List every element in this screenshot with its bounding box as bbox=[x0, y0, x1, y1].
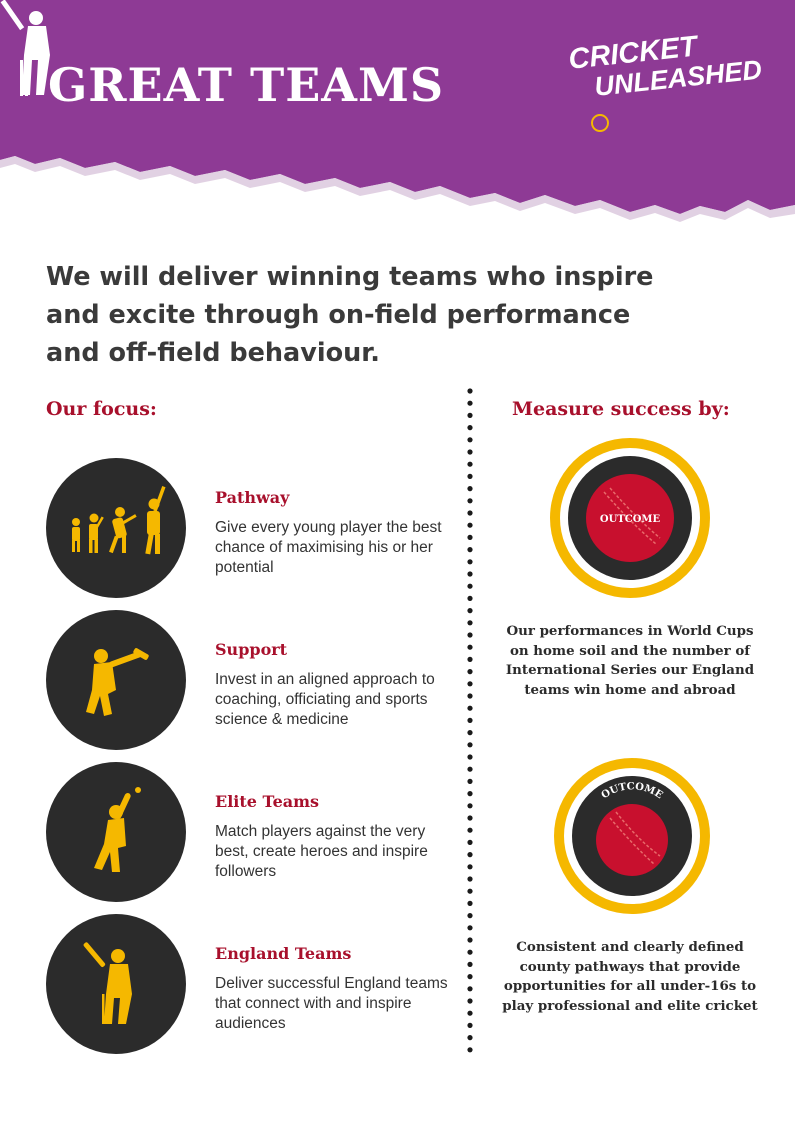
focus-heading: Our focus: bbox=[46, 398, 157, 420]
divider-dot bbox=[467, 974, 473, 980]
torn-paper-banner bbox=[0, 0, 795, 222]
divider-dot bbox=[467, 681, 473, 687]
outcome-description: Consistent and clearly defined county pa… bbox=[502, 939, 758, 1014]
divider-dot bbox=[467, 388, 473, 394]
logo-ball-icon bbox=[591, 114, 609, 132]
cricket-ball-icon bbox=[596, 804, 668, 876]
divider-dot bbox=[467, 547, 473, 553]
divider-dot bbox=[467, 791, 473, 797]
divider-dot bbox=[467, 620, 473, 626]
focus-description: Match players against the very best, cre… bbox=[215, 823, 428, 880]
divider-dot bbox=[467, 461, 473, 467]
outcome-label: OUTCOME bbox=[600, 514, 661, 525]
divider-dot bbox=[467, 425, 473, 431]
divider-dot bbox=[467, 486, 473, 492]
focus-title: Elite Teams bbox=[215, 792, 320, 811]
divider-dot bbox=[467, 913, 473, 919]
measure-heading: Measure success by: bbox=[512, 398, 730, 420]
batsman-silhouette-icon bbox=[0, 0, 50, 96]
divider-dot bbox=[467, 669, 473, 675]
divider-dot bbox=[467, 986, 473, 992]
divider-dot bbox=[467, 949, 473, 955]
divider-dot bbox=[467, 900, 473, 907]
divider-dot bbox=[467, 730, 473, 736]
focus-title: England Teams bbox=[215, 944, 352, 963]
divider-dot bbox=[467, 608, 473, 614]
divider-dot bbox=[467, 754, 473, 760]
dotted-divider bbox=[467, 388, 473, 1053]
outcome-ball-ring: OUTCOME bbox=[554, 758, 710, 914]
focus-title: Support bbox=[215, 640, 288, 659]
divider-dot bbox=[467, 925, 473, 931]
divider-dot bbox=[467, 510, 473, 516]
divider-dot bbox=[467, 717, 473, 723]
divider-dot bbox=[467, 864, 473, 870]
divider-dot bbox=[467, 876, 473, 882]
divider-dot bbox=[467, 1035, 473, 1041]
divider-dot bbox=[467, 803, 473, 809]
divider-dot bbox=[467, 827, 473, 833]
divider-dot bbox=[467, 583, 473, 589]
batsman-swing-icon bbox=[46, 610, 186, 750]
divider-dot bbox=[467, 437, 473, 443]
divider-dot bbox=[467, 412, 473, 418]
divider-dot bbox=[467, 498, 473, 504]
divider-dot bbox=[467, 815, 473, 821]
divider-dot bbox=[467, 559, 473, 565]
intro-statement: We will deliver winning teams who inspir… bbox=[46, 262, 654, 368]
divider-dot bbox=[467, 766, 473, 772]
divider-dot bbox=[467, 522, 473, 528]
divider-dot bbox=[467, 1022, 473, 1028]
divider-dot bbox=[467, 595, 473, 601]
focus-item-england-teams: England Teams Deliver successful England… bbox=[46, 914, 466, 1054]
divider-dot bbox=[467, 534, 473, 540]
divider-dot bbox=[467, 571, 473, 577]
divider-dot bbox=[467, 778, 473, 784]
divider-dot bbox=[467, 705, 473, 711]
divider-dot bbox=[467, 656, 473, 662]
divider-dot bbox=[467, 742, 473, 748]
batsman-stumps-icon bbox=[46, 914, 186, 1054]
outcome-description: Our performances in World Cups on home s… bbox=[505, 623, 755, 698]
divider-dot bbox=[467, 449, 473, 455]
outcome-ball-ring: OUTCOME bbox=[550, 438, 710, 598]
divider-dot bbox=[467, 644, 473, 650]
divider-dot bbox=[467, 693, 473, 699]
header-banner: GREAT TEAMS CRICKET UNLEASHED bbox=[0, 0, 795, 230]
focus-item-pathway: Pathway Give every young player the best… bbox=[46, 458, 466, 598]
page-title: GREAT TEAMS bbox=[48, 58, 445, 112]
focus-title: Pathway bbox=[215, 488, 290, 507]
divider-dot bbox=[467, 961, 473, 968]
divider-dot bbox=[467, 632, 473, 638]
divider-dot bbox=[467, 937, 473, 943]
divider-dot bbox=[467, 1047, 473, 1053]
focus-description: Deliver successful England teams that co… bbox=[215, 975, 448, 1032]
bowler-icon bbox=[46, 762, 186, 902]
focus-item-support: Support Invest in an aligned approach to… bbox=[46, 610, 466, 750]
divider-dot bbox=[467, 852, 473, 858]
divider-dot bbox=[467, 839, 473, 845]
divider-dot bbox=[467, 473, 473, 479]
growing-players-icon bbox=[46, 458, 186, 598]
cricket-unleashed-logo: CRICKET UNLEASHED bbox=[565, 31, 765, 134]
divider-dot bbox=[467, 1010, 473, 1016]
focus-description: Give every young player the best chance … bbox=[215, 519, 442, 576]
focus-description: Invest in an aligned approach to coachin… bbox=[215, 671, 435, 728]
divider-dot bbox=[467, 400, 473, 406]
divider-dot bbox=[467, 888, 473, 894]
divider-dot bbox=[467, 998, 473, 1004]
focus-item-elite-teams: Elite Teams Match players against the ve… bbox=[46, 762, 466, 902]
